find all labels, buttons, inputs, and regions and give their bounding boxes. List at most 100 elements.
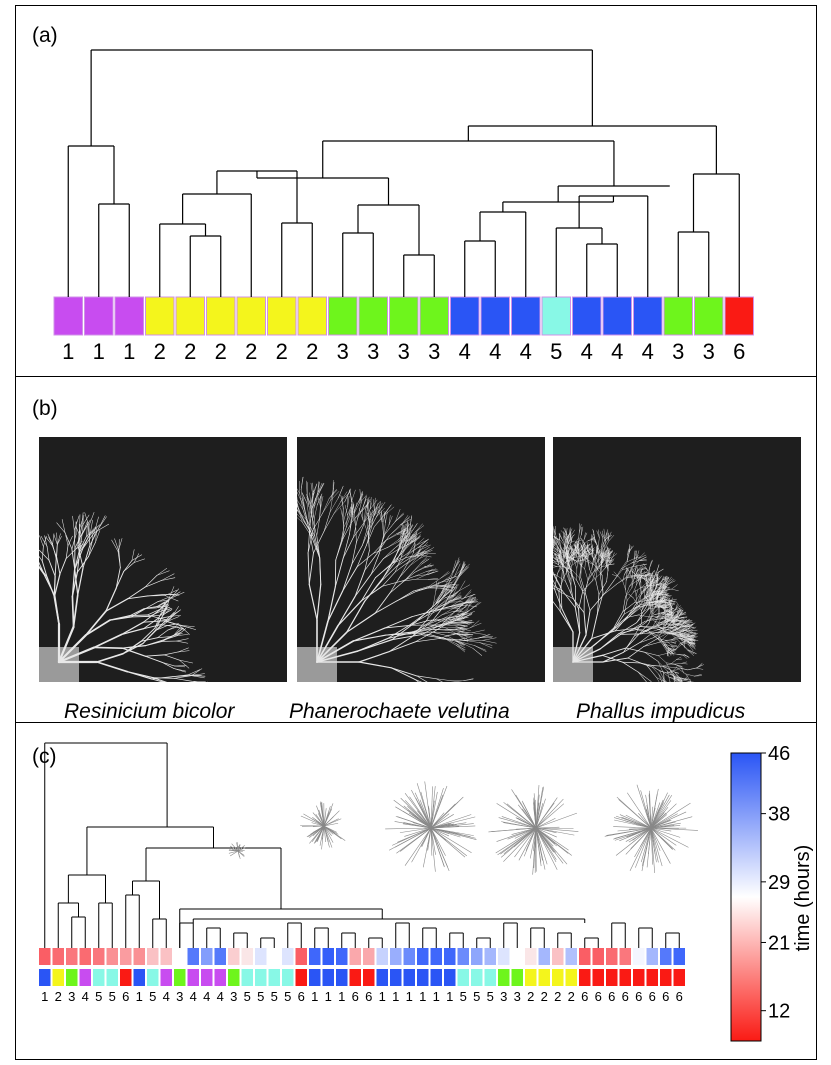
hypha: [669, 597, 671, 607]
hypha: [464, 595, 472, 604]
cluster-number: 5: [284, 989, 291, 1004]
hypha: [131, 554, 143, 561]
cluster-box: [39, 969, 51, 986]
hypha: [455, 628, 466, 630]
hypha: [391, 547, 401, 564]
hypha: [161, 661, 175, 670]
hypha: [648, 589, 652, 595]
hypha: [453, 595, 462, 601]
hypha: [382, 571, 396, 587]
hypha: [649, 629, 660, 633]
hypha: [677, 610, 684, 612]
hypha: [675, 607, 682, 611]
cluster-box: [389, 296, 419, 336]
hypha: [634, 575, 642, 580]
hypha: [419, 546, 430, 554]
hypha: [684, 622, 693, 623]
hypha: [651, 591, 654, 598]
hypha: [633, 597, 637, 604]
hypha: [408, 525, 413, 535]
time-box: [673, 948, 685, 965]
time-box: [430, 948, 442, 965]
hypha: [615, 815, 652, 829]
hypha: [555, 555, 561, 560]
cluster-box: [633, 296, 663, 336]
cluster-box: [403, 969, 415, 986]
cluster-box: [498, 969, 510, 986]
mycelium-network: [39, 512, 209, 682]
hypha: [382, 580, 402, 587]
hypha: [553, 541, 557, 545]
hypha: [560, 587, 563, 610]
hypha: [115, 566, 121, 589]
hypha: [604, 540, 610, 550]
cluster-box: [322, 969, 334, 986]
hypha: [562, 565, 569, 572]
hypha: [574, 607, 581, 634]
cluster-number: 2: [554, 989, 561, 1004]
cluster-box: [633, 969, 645, 986]
cluster-number: 1: [136, 989, 143, 1004]
hypha: [637, 577, 640, 585]
hypha: [621, 561, 628, 571]
hypha: [161, 577, 176, 581]
hypha: [57, 634, 87, 664]
hypha: [637, 671, 647, 682]
hypha: [384, 616, 413, 629]
hypha: [430, 803, 456, 829]
hypha: [613, 817, 652, 829]
hypha: [555, 544, 561, 553]
hypha: [562, 540, 567, 549]
hypha: [428, 807, 432, 829]
hypha: [682, 620, 689, 624]
hypha: [635, 595, 641, 608]
hypha: [655, 581, 662, 588]
hypha: [642, 573, 649, 576]
hypha: [468, 598, 477, 608]
hypha: [605, 533, 608, 542]
hypha: [679, 611, 686, 616]
hypha: [634, 591, 642, 603]
hypha: [361, 585, 383, 602]
cluster-box: [145, 296, 175, 336]
cluster-box: [236, 296, 266, 336]
hypha: [622, 661, 641, 664]
cluster-box: [295, 969, 307, 986]
time-box: [525, 948, 537, 965]
hypha: [562, 550, 565, 562]
hypha: [652, 620, 665, 627]
hypha: [404, 531, 409, 545]
cluster-box: [480, 296, 510, 336]
hypha: [349, 515, 352, 535]
hypha: [680, 638, 689, 642]
hypha: [307, 552, 310, 585]
hypha: [634, 550, 636, 559]
hypha: [73, 530, 76, 549]
cluster-box: [525, 969, 537, 986]
hypha: [316, 631, 348, 663]
hypha: [307, 529, 314, 554]
hypha: [355, 525, 357, 543]
hypha: [597, 549, 600, 556]
hypha: [568, 541, 572, 550]
hypha: [176, 638, 189, 642]
growth-snapshot: [228, 842, 246, 859]
hypha: [671, 600, 676, 607]
hypha: [318, 809, 325, 827]
hypha: [634, 571, 636, 580]
hypha: [237, 850, 245, 856]
hypha: [650, 806, 654, 829]
hypha: [656, 677, 660, 682]
hypha: [354, 502, 358, 513]
hypha: [310, 504, 315, 519]
hypha: [459, 561, 465, 576]
hypha: [306, 480, 308, 495]
hypha: [642, 586, 645, 594]
hypha: [595, 579, 600, 595]
cluster-number: 1: [93, 339, 105, 364]
hypha: [144, 655, 163, 663]
hypha: [577, 561, 585, 570]
hypha: [666, 578, 673, 584]
hypha: [413, 542, 416, 554]
hypha: [567, 554, 569, 563]
